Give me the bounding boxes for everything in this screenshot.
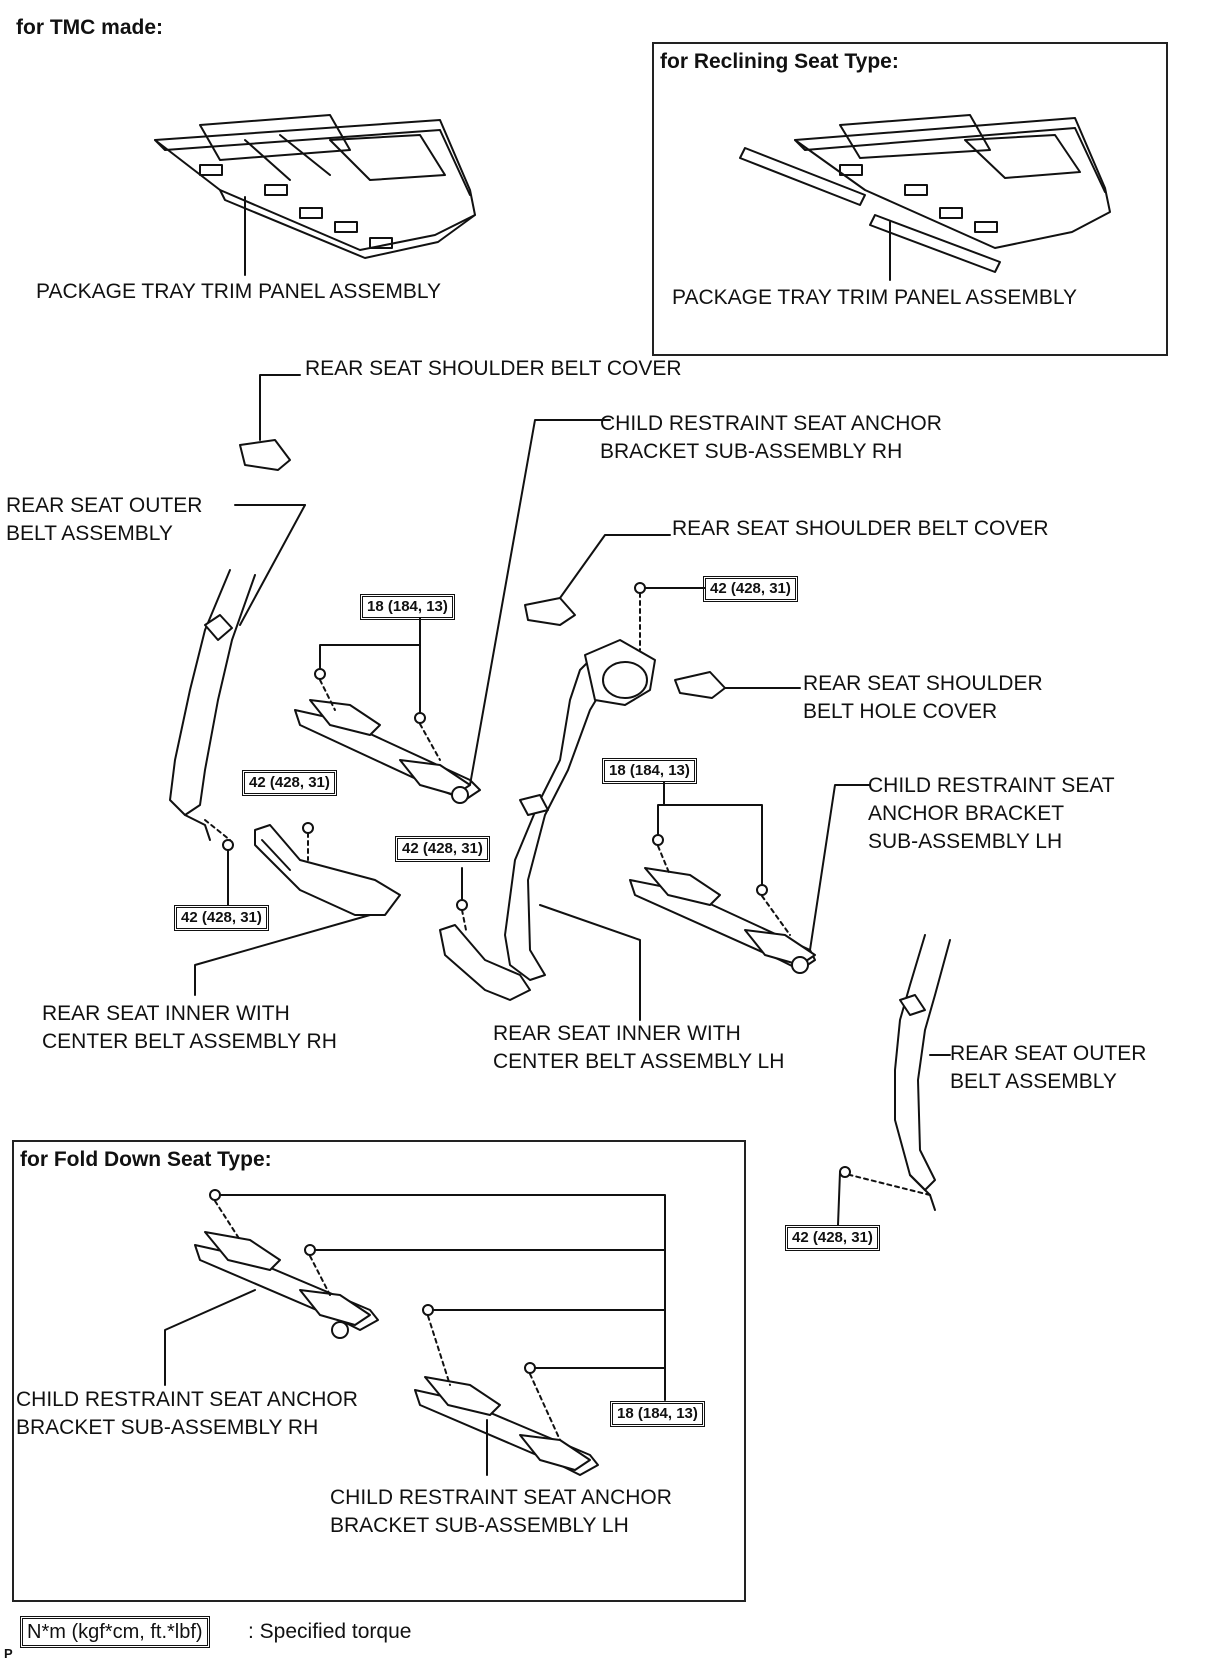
label-shoulder-belt-cover-2: REAR SEAT SHOULDER BELT COVER: [672, 517, 1049, 540]
label-inner-lh-2: CENTER BELT ASSEMBLY LH: [493, 1050, 785, 1073]
child-anchor-rh-illustration: [294, 419, 611, 804]
package-tray-panel-illustration: [154, 114, 476, 276]
torque-42-upper: 42 (428, 31): [703, 576, 798, 602]
label-package-tray-1: PACKAGE TRAY TRIM PANEL ASSEMBLY: [36, 280, 441, 303]
child-anchor-lh-illustration: [629, 775, 871, 974]
torque-42-inner-rh: 42 (428, 31): [242, 770, 337, 796]
label-fold-lh-1: CHILD RESTRAINT SEAT ANCHOR: [330, 1486, 672, 1509]
package-tray-reclining-illustration: [739, 114, 1111, 281]
label-hole-cover-2: BELT HOLE COVER: [803, 700, 998, 723]
label-fold-rh-2: BRACKET SUB-ASSEMBLY RH: [16, 1416, 319, 1439]
outer-belt-right-illustration: [837, 934, 951, 1226]
reclining-seat-frame: [652, 42, 1168, 356]
header-tmc-made: for TMC made:: [16, 16, 163, 39]
fold-down-bracket-rh-illustration: [164, 1189, 379, 1386]
fold-down-seat-frame: [12, 1140, 746, 1602]
label-outer-belt-left-1: REAR SEAT OUTER: [6, 494, 203, 517]
header-fold-down: for Fold Down Seat Type:: [20, 1148, 272, 1171]
label-child-anchor-rh-2: BRACKET SUB-ASSEMBLY RH: [600, 440, 903, 463]
fold-down-bracket-lh-illustration: [414, 1304, 599, 1476]
header-reclining: for Reclining Seat Type:: [660, 50, 899, 73]
label-inner-lh-1: REAR SEAT INNER WITH: [493, 1022, 741, 1045]
label-fold-lh-2: BRACKET SUB-ASSEMBLY LH: [330, 1514, 629, 1537]
legend-torque-description: : Specified torque: [248, 1620, 412, 1643]
label-outer-belt-left-2: BELT ASSEMBLY: [6, 522, 173, 545]
label-child-anchor-lh-2: ANCHOR BRACKET: [868, 802, 1065, 825]
label-shoulder-belt-cover-1: REAR SEAT SHOULDER BELT COVER: [305, 357, 682, 380]
torque-18-lh: 18 (184, 13): [602, 758, 697, 784]
outer-belt-left-illustration: [169, 504, 306, 906]
legend-torque-unit-box: N*m (kgf*cm, ft.*lbf): [20, 1616, 210, 1648]
torque-18-rh: 18 (184, 13): [360, 594, 455, 620]
torque-42-outer-right: 42 (428, 31): [785, 1225, 880, 1251]
label-child-anchor-rh-1: CHILD RESTRAINT SEAT ANCHOR: [600, 412, 942, 435]
label-outer-belt-right-2: BELT ASSEMBLY: [950, 1070, 1117, 1093]
inner-belt-rh-illustration: [194, 822, 401, 996]
footer-code: P: [4, 1646, 13, 1661]
label-outer-belt-right-1: REAR SEAT OUTER: [950, 1042, 1147, 1065]
torque-42-outer-left: 42 (428, 31): [174, 905, 269, 931]
label-package-tray-2: PACKAGE TRAY TRIM PANEL ASSEMBLY: [672, 286, 1077, 309]
label-child-anchor-lh-1: CHILD RESTRAINT SEAT: [868, 774, 1115, 797]
torque-42-inner-lh: 42 (428, 31): [395, 836, 490, 862]
label-fold-rh-1: CHILD RESTRAINT SEAT ANCHOR: [16, 1388, 358, 1411]
label-child-anchor-lh-3: SUB-ASSEMBLY LH: [868, 830, 1063, 853]
inner-belt-lh-illustration: [439, 582, 706, 1021]
label-inner-rh-1: REAR SEAT INNER WITH: [42, 1002, 290, 1025]
label-hole-cover-1: REAR SEAT SHOULDER: [803, 672, 1043, 695]
label-inner-rh-2: CENTER BELT ASSEMBLY RH: [42, 1030, 337, 1053]
torque-18-fold: 18 (184, 13): [610, 1401, 705, 1427]
